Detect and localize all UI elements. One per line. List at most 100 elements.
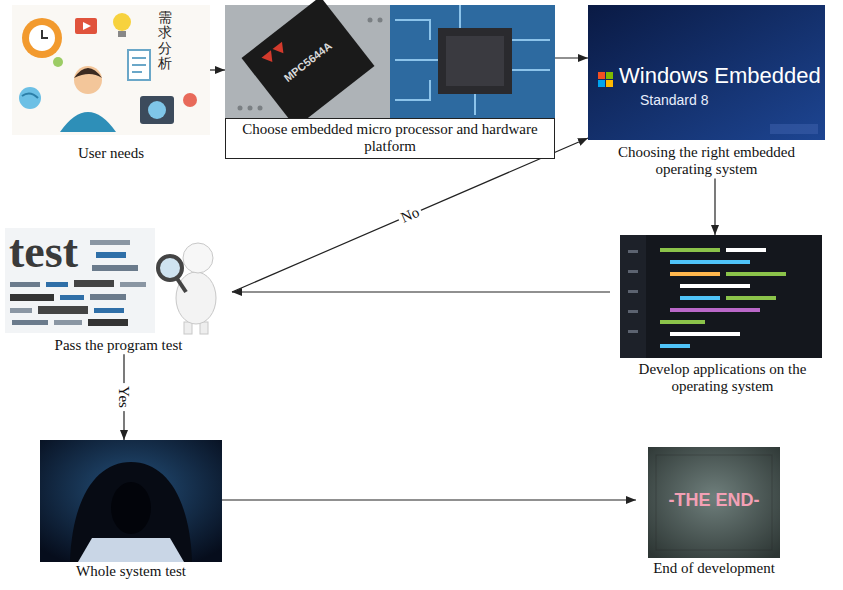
picture-part — [242, 0, 375, 127]
operating-system-picture — [588, 5, 825, 140]
picture-part — [10, 294, 54, 301]
user-needs-picture — [12, 5, 210, 135]
picture-part — [588, 5, 825, 140]
picture-part — [176, 272, 216, 324]
picture-part — [54, 320, 82, 325]
picture-part — [726, 272, 786, 276]
node-caption: Whole system test — [40, 563, 222, 580]
picture-part — [606, 72, 613, 79]
picture-part — [120, 282, 146, 287]
picture-part — [38, 306, 88, 314]
picture-part — [680, 296, 720, 300]
picture-part — [96, 252, 126, 258]
picture-part — [770, 124, 818, 134]
picture-node: End of development — [636, 447, 792, 577]
picture-part — [670, 332, 740, 336]
picture-space — [610, 235, 835, 361]
picture-part — [606, 80, 613, 87]
picture-part — [111, 482, 151, 534]
node-caption: Develop applications on the operating sy… — [610, 361, 835, 396]
picture-part — [29, 25, 55, 51]
picture-part — [113, 13, 131, 31]
edge-label: Yes — [116, 383, 133, 411]
picture-part — [140, 96, 174, 124]
processor-picture — [225, 0, 555, 127]
node-caption: Choosing the right embedded operating sy… — [588, 144, 825, 179]
picture-part — [648, 447, 780, 558]
picture-part — [78, 538, 184, 562]
picture-part — [132, 64, 146, 66]
picture-part — [262, 50, 278, 65]
end-title: -THE END- — [669, 490, 760, 511]
picture-part — [248, 106, 253, 111]
edge-label: No — [396, 203, 425, 228]
product-edition: Standard 8 — [640, 92, 709, 108]
picture-part — [74, 66, 102, 94]
picture-part — [446, 36, 504, 86]
picture-part — [620, 235, 822, 358]
picture-part — [12, 5, 210, 135]
picture-part — [628, 310, 638, 313]
picture-part — [132, 71, 142, 73]
picture-part — [19, 87, 41, 109]
picture-part — [75, 18, 97, 34]
picture-node: Whole system test — [40, 440, 222, 580]
picture-part — [628, 330, 638, 333]
picture-part — [726, 248, 766, 252]
picture-part — [628, 270, 638, 273]
picture-part — [238, 106, 243, 111]
picture-part — [74, 68, 102, 78]
picture-part — [70, 462, 192, 562]
picture-part — [83, 22, 91, 30]
picture-space — [40, 440, 222, 563]
node-caption: User needs — [12, 145, 210, 162]
picture-part — [598, 80, 605, 87]
picture-part — [670, 272, 720, 276]
picture-part — [680, 284, 750, 288]
picture-part — [60, 112, 116, 132]
node-caption: End of development — [636, 560, 792, 577]
flow-arrow — [222, 499, 636, 500]
picture-part — [148, 101, 166, 119]
picture-part — [158, 256, 182, 280]
picture-part — [128, 50, 150, 80]
picture-part — [670, 260, 750, 264]
node-caption: Choose embedded micro processor and hard… — [225, 118, 555, 159]
product-name: Windows Embedded — [619, 63, 821, 88]
picture-caption: 需求分析 — [158, 10, 172, 72]
picture-part — [273, 42, 289, 57]
picture-part — [258, 106, 263, 111]
picture-space — [12, 5, 210, 145]
picture-part — [628, 250, 638, 253]
picture-part — [40, 440, 222, 562]
picture-part — [88, 319, 128, 326]
picture-part — [438, 28, 512, 94]
picture-part — [46, 282, 68, 287]
picture-part — [390, 5, 555, 118]
picture-part — [22, 18, 62, 58]
picture-part — [90, 294, 126, 300]
picture-node: User needs — [12, 5, 210, 162]
picture-part — [74, 280, 114, 287]
end-picture — [648, 447, 780, 558]
picture-part — [12, 320, 48, 325]
system-test-picture — [40, 440, 222, 562]
picture-part — [118, 31, 126, 37]
flow-arrow — [210, 69, 225, 70]
picture-part — [132, 57, 146, 59]
picture-part — [660, 248, 720, 252]
picture-part — [628, 290, 638, 293]
picture-part — [620, 235, 646, 358]
flow-arrow — [232, 291, 610, 292]
picture-part — [726, 296, 776, 300]
flow-arrow — [555, 57, 588, 58]
picture-part — [660, 344, 690, 348]
code-picture — [620, 235, 822, 358]
picture-part — [200, 322, 208, 334]
picture-part — [656, 455, 772, 550]
flow-arrow — [232, 138, 588, 292]
picture-part — [183, 243, 213, 273]
picture-part — [10, 282, 40, 287]
